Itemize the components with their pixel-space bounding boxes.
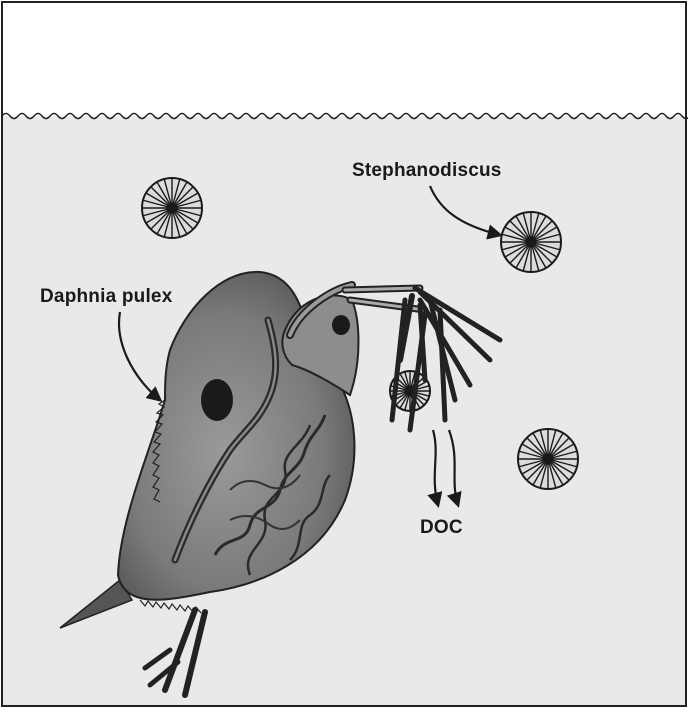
- diatom-icon: [142, 178, 202, 238]
- diatom-icon: [518, 429, 578, 489]
- stephanodiscus-label: Stephanodiscus: [352, 160, 502, 182]
- daphnia-label: Daphnia pulex: [40, 286, 172, 308]
- doc-label: DOC: [420, 517, 463, 539]
- air-region: [2, 2, 686, 116]
- diatom-icon: [501, 212, 561, 272]
